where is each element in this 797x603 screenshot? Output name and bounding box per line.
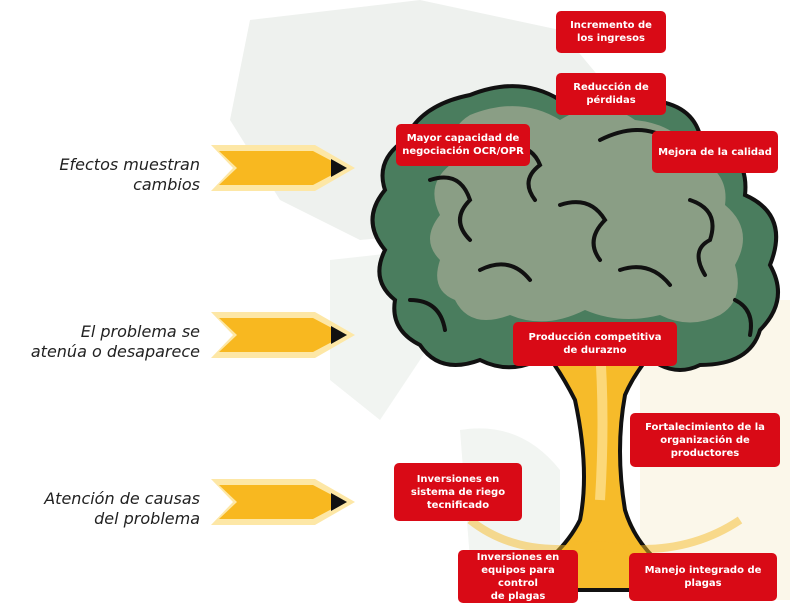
box-negotiation: Mayor capacidad de negociación OCR/OPR bbox=[396, 124, 530, 166]
effects-label: Efectos muestran cambios bbox=[59, 155, 200, 194]
problem-arrow-icon bbox=[211, 312, 355, 358]
box-strengthening: Fortalecimiento de la organización de pr… bbox=[630, 413, 780, 467]
causes-arrow-icon bbox=[211, 479, 355, 525]
box-increase-income: Incremento de los ingresos bbox=[556, 11, 666, 53]
box-pest-equipment: Inversiones en equipos para control de p… bbox=[458, 550, 578, 603]
box-reduce-losses: Reducción de pérdidas bbox=[556, 73, 666, 115]
box-integrated-pest: Manejo integrado de plagas bbox=[629, 553, 777, 601]
box-irrigation: Inversiones en sistema de riego tecnific… bbox=[394, 463, 522, 521]
problem-label: El problema se atenúa o desaparece bbox=[30, 322, 200, 361]
box-quality: Mejora de la calidad bbox=[652, 131, 778, 173]
effects-arrow-icon bbox=[211, 145, 355, 191]
box-competitive: Producción competitiva de durazno bbox=[513, 322, 677, 366]
causes-label: Atención de causas del problema bbox=[44, 489, 200, 528]
